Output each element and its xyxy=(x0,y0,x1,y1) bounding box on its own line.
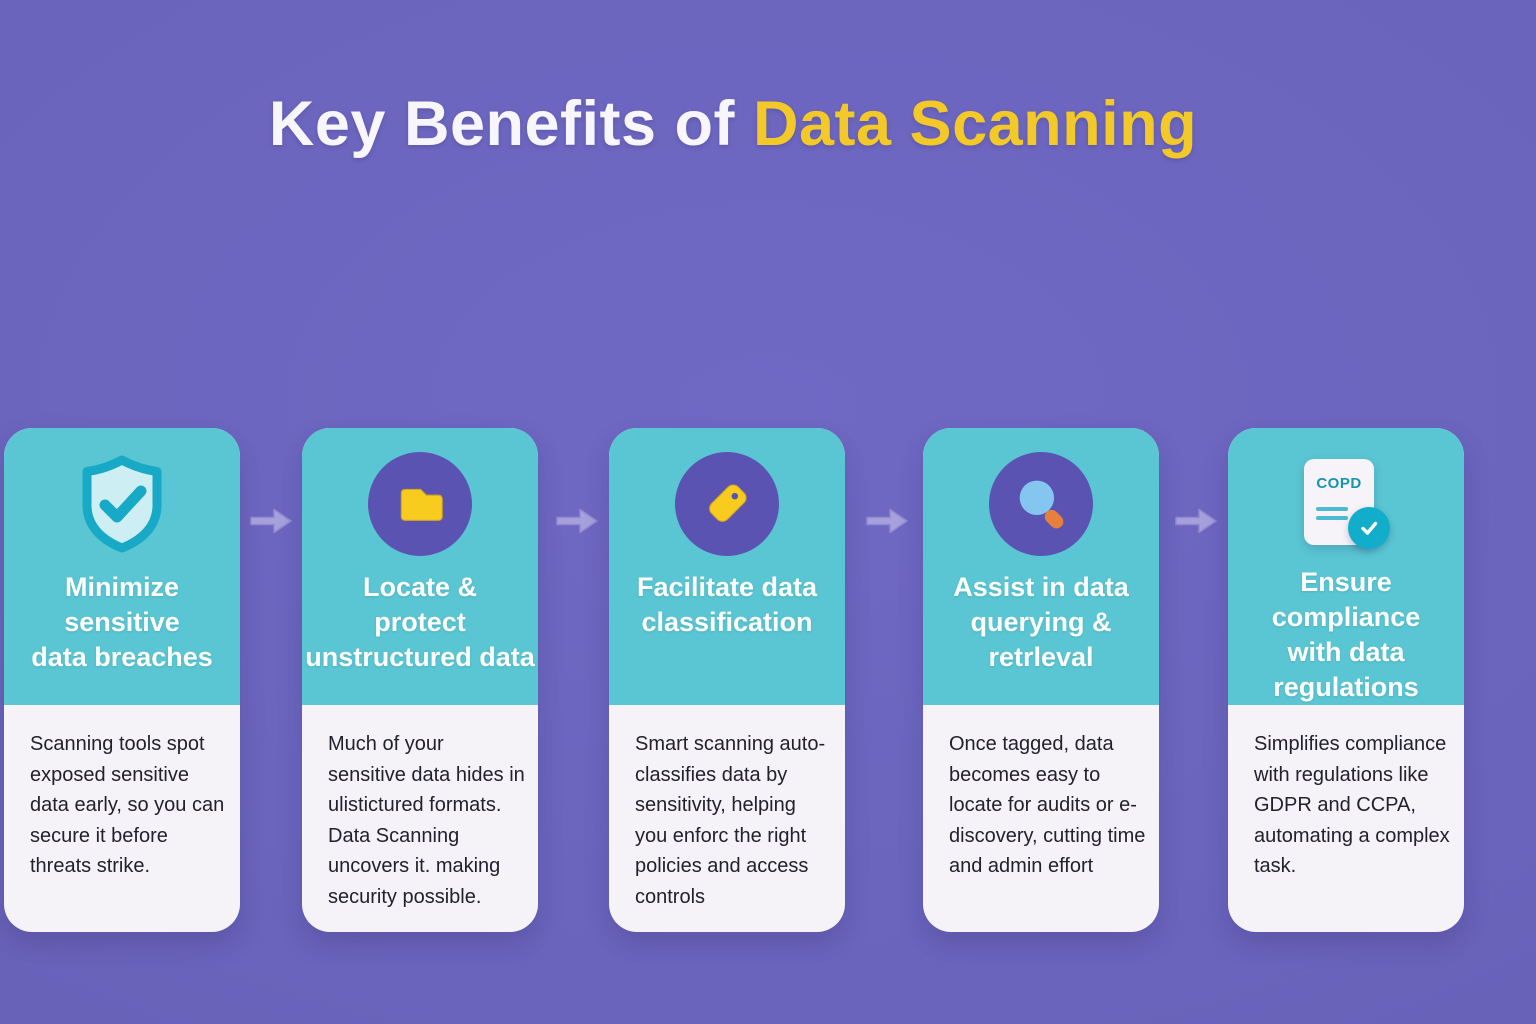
card-title: Locate & protect unstructured data xyxy=(305,570,535,675)
document-text-line xyxy=(1316,506,1348,511)
card-title-line: compliance xyxy=(1271,602,1421,632)
card-title-line: Assist in data xyxy=(953,572,1129,602)
folder-icon xyxy=(368,450,472,558)
document-icon: COPD xyxy=(1304,458,1390,549)
card-title-line: retrleval xyxy=(988,642,1094,672)
card-title-line: sensitive xyxy=(64,607,180,637)
card-header: Facilitate data classification xyxy=(609,428,845,705)
card-header: COPD Ensure compliance with data regulat… xyxy=(1228,428,1464,705)
icon-circle xyxy=(368,452,472,556)
benefit-card-locate-protect: Locate & protect unstructured data Much … xyxy=(302,428,538,932)
card-title-line: Locate & xyxy=(362,572,478,602)
card-title-line: regulations xyxy=(1273,672,1419,702)
icon-circle xyxy=(675,452,779,556)
benefit-card-querying-retrieval: Assist in data querying & retrleval Once… xyxy=(923,428,1159,932)
page-title: Key Benefits of Data Scanning xyxy=(0,88,1501,160)
card-title: Assist in data querying & retrleval xyxy=(953,570,1129,675)
card-title-line: data breaches xyxy=(31,642,213,672)
tag-icon xyxy=(675,450,779,558)
document-label: COPD xyxy=(1316,474,1362,492)
card-body-text: Simplifies compliance with regulations l… xyxy=(1254,733,1450,877)
benefit-card-minimize-breaches: Minimize sensitive data breaches Scannin… xyxy=(4,428,240,932)
benefit-card-compliance: COPD Ensure compliance with data regulat… xyxy=(1228,428,1464,932)
card-title-line: Ensure xyxy=(1300,567,1392,597)
card-body-text: Smart scanning auto-classifies data by s… xyxy=(635,733,826,908)
right-arrow-icon xyxy=(250,508,292,534)
right-arrow-icon xyxy=(1175,508,1217,534)
document-text-line xyxy=(1316,515,1348,520)
card-title-line: protect xyxy=(374,607,466,637)
card-title-line: with data xyxy=(1287,637,1405,667)
benefit-card-classification: Facilitate data classification Smart sca… xyxy=(609,428,845,932)
check-badge-icon xyxy=(1348,506,1390,549)
icon-circle xyxy=(989,452,1093,556)
card-title-line: querying & xyxy=(970,607,1112,637)
card-title-line: Facilitate data xyxy=(636,572,818,602)
card-title: Facilitate data classification xyxy=(637,570,817,640)
card-title-line: classification xyxy=(641,607,813,637)
card-title: Ensure compliance with data regulations xyxy=(1272,565,1421,705)
right-arrow-icon xyxy=(866,508,908,534)
card-header: Assist in data querying & retrleval xyxy=(923,428,1159,705)
card-header: Locate & protect unstructured data xyxy=(302,428,538,705)
page-title-prefix: Key Benefits of xyxy=(268,89,753,159)
card-title: Minimize sensitive data breaches xyxy=(31,570,213,675)
shield-check-icon xyxy=(71,450,173,558)
card-title-line: Minimize xyxy=(64,572,179,602)
document-check-icon: COPD xyxy=(1304,450,1390,553)
right-arrow-icon xyxy=(556,508,598,534)
magnifier-icon xyxy=(989,450,1093,558)
card-header: Minimize sensitive data breaches xyxy=(4,428,240,705)
card-body-text: Once tagged, data becomes easy to locate… xyxy=(949,733,1146,877)
card-body-text: Much of your sensitive data hides in uli… xyxy=(328,733,525,908)
card-title-line: unstructured data xyxy=(305,642,535,672)
page-title-highlight: Data Scanning xyxy=(753,89,1198,159)
card-body-text: Scanning tools spot exposed sensitive da… xyxy=(30,733,225,877)
